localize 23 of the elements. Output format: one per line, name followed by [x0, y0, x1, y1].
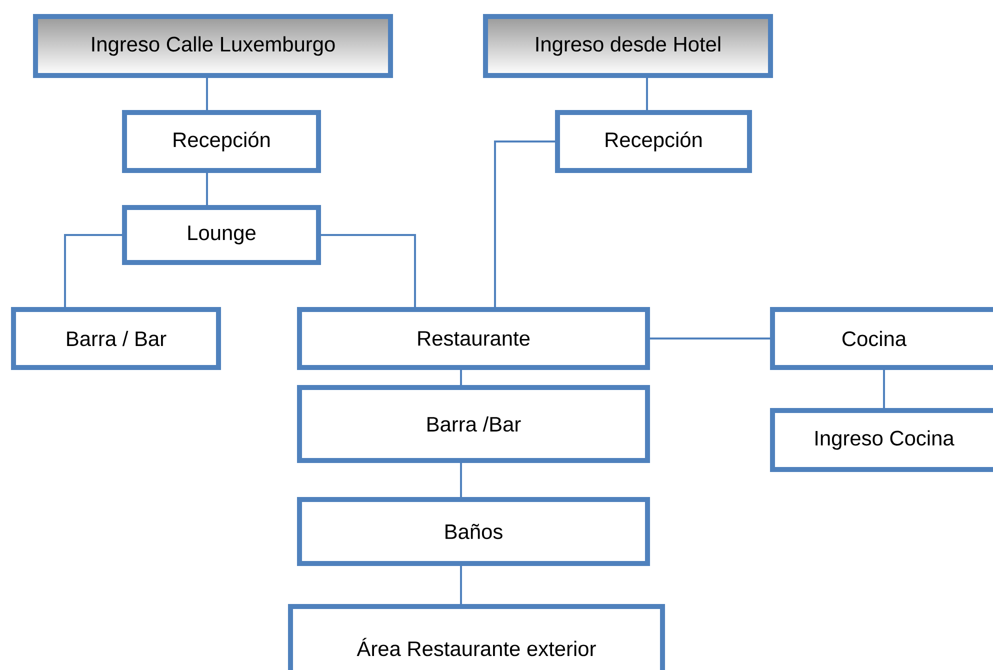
area-box: Lounge	[122, 205, 321, 265]
connector-line	[206, 173, 208, 205]
connector-line	[883, 370, 885, 408]
entrance-box: Ingreso desde Hotel	[483, 14, 773, 78]
area-box: Barra /Bar	[297, 385, 650, 463]
area-box: Baños	[297, 497, 650, 566]
area-box: Barra / Bar	[11, 307, 221, 370]
entrance-box: Ingreso Calle Luxemburgo	[33, 14, 393, 78]
area-box: Recepción	[122, 110, 321, 173]
connector-line	[321, 234, 416, 307]
area-box: Área Restaurante exterior	[288, 604, 665, 670]
connector-line	[460, 566, 462, 604]
connector-line	[494, 140, 555, 307]
connector-line	[460, 370, 462, 385]
connector-line	[64, 234, 122, 307]
connector-line	[460, 463, 462, 497]
area-box: Cocina	[770, 307, 993, 370]
connector-line	[206, 78, 208, 110]
area-box: Restaurante	[297, 307, 650, 370]
area-box: Ingreso Cocina	[770, 408, 993, 472]
connector-line	[646, 78, 648, 110]
area-box: Recepción	[555, 110, 752, 173]
connector-line	[650, 338, 770, 340]
